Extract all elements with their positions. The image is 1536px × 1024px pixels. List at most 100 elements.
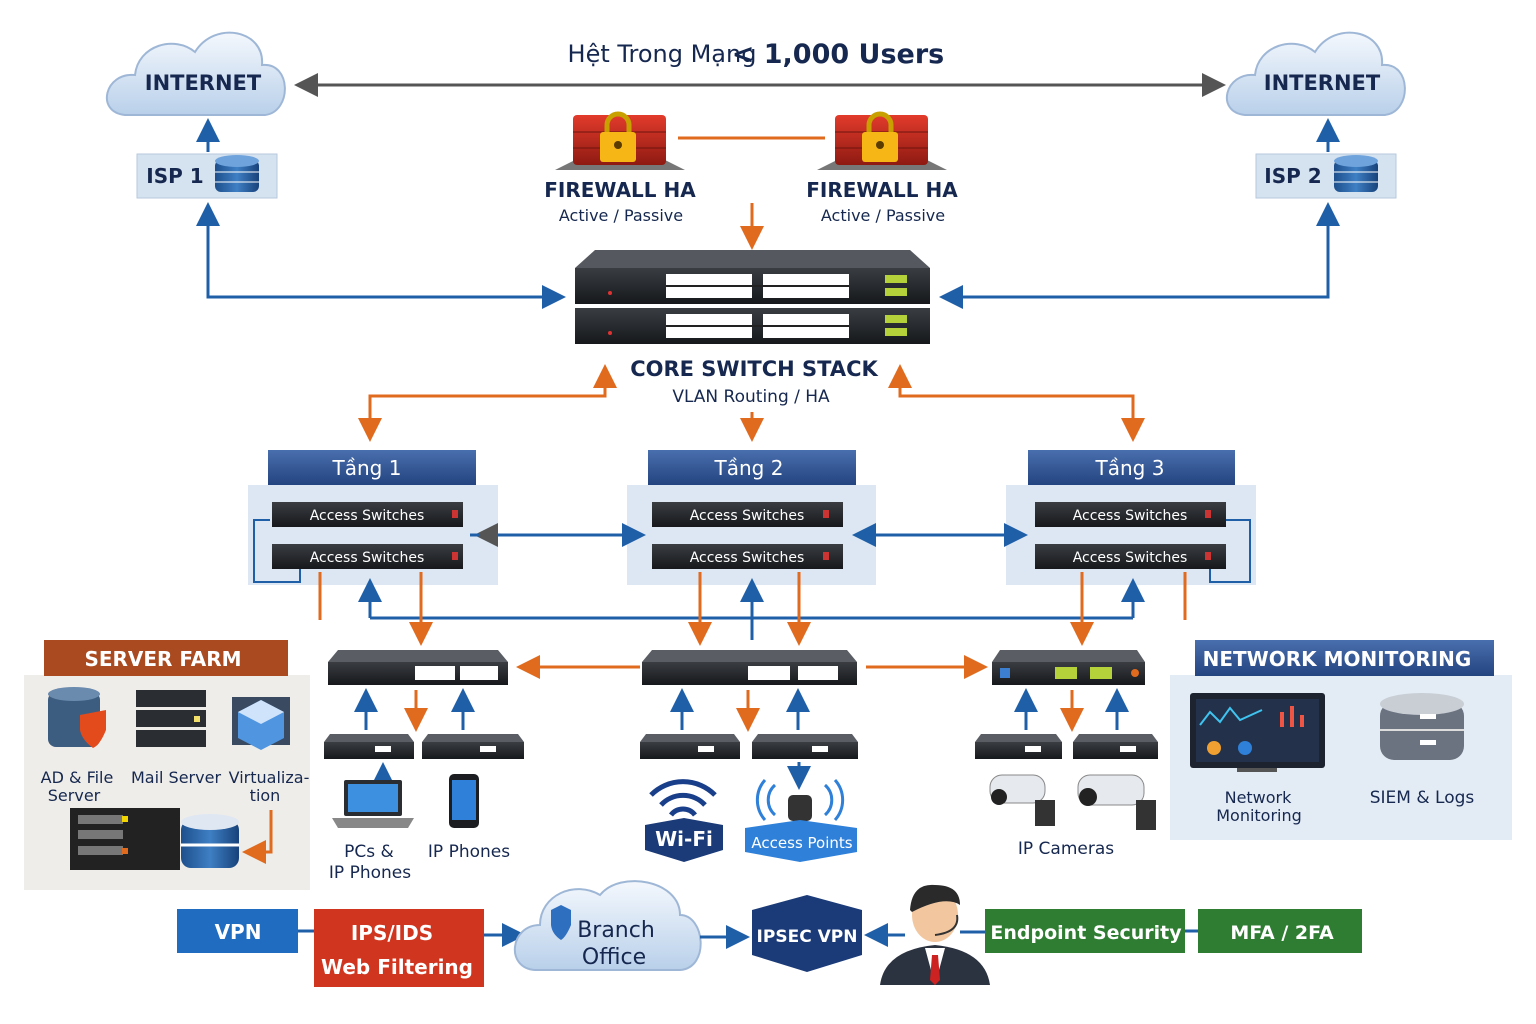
storage-rack-icon	[70, 808, 180, 870]
edge-switch	[324, 734, 414, 759]
network-monitoring: NETWORK MONITORING Network Monitoring SI…	[1170, 640, 1512, 840]
user-avatar-icon	[880, 884, 990, 985]
ip-cameras-label: IP Cameras	[1018, 839, 1114, 859]
cloud-icon	[513, 880, 702, 971]
access-switch-label: Access Switches	[690, 508, 805, 524]
branch-label: Branch	[577, 918, 655, 943]
firewall-lock-icon	[555, 111, 685, 170]
isp-label: ISP 2	[1264, 164, 1321, 188]
access-switch: Access Switches	[272, 502, 463, 527]
server-farm: SERVER FARM AD & File Server Mail Server…	[24, 640, 310, 890]
core-to-floor-links	[358, 364, 1145, 442]
ad-file-server-label-line2: Server	[48, 786, 101, 805]
database-shield-icon	[48, 687, 106, 748]
floor-label: Tầng 2	[714, 456, 784, 480]
firewall-mode: Active / Passive	[559, 206, 683, 225]
distribution-switch-center	[642, 650, 857, 685]
core-switch-stack: CORE SWITCH STACK VLAN Routing / HA	[575, 250, 930, 407]
vpn-box: VPN	[177, 909, 298, 953]
core-title: CORE SWITCH STACK	[630, 357, 878, 381]
title-prefix: Hệt Trong Mạng	[568, 40, 757, 68]
wifi: Wi-Fi	[645, 779, 723, 862]
firewall-right: FIREWALL HA Active / Passive	[806, 111, 958, 225]
access-point-icon	[755, 779, 845, 821]
access-points: Access Points	[745, 779, 857, 862]
access-switch-label: Access Switches	[310, 508, 425, 524]
inter-floor-links	[358, 523, 1145, 640]
wifi-icon	[649, 779, 717, 817]
floor-label: Tầng 1	[332, 456, 402, 480]
network-monitoring-label: Network	[1225, 788, 1293, 807]
firewall-title: FIREWALL HA	[806, 178, 958, 202]
mfa-box: MFA / 2FA	[1198, 909, 1362, 953]
phone-icon	[449, 774, 479, 828]
database-icon	[181, 814, 239, 868]
mail-server-label: Mail Server	[131, 768, 221, 787]
cloud-icon	[106, 31, 286, 116]
firewall-title: FIREWALL HA	[544, 178, 696, 202]
ip-phones-label: IP Phones	[428, 842, 510, 862]
access-switch-label: Access Switches	[310, 550, 425, 566]
mfa-label: MFA / 2FA	[1230, 922, 1334, 944]
endpoint-security-label: Endpoint Security	[990, 922, 1182, 944]
firewall-left: FIREWALL HA Active / Passive	[544, 111, 696, 225]
camera-icon	[1077, 774, 1156, 830]
edge-switches	[324, 734, 1158, 759]
access-switch-label: Access Switches	[1073, 508, 1188, 524]
edge-switch	[975, 734, 1062, 759]
distribution-switch-left	[328, 650, 508, 685]
camera-icon	[989, 774, 1055, 826]
ips-ids-label: IPS/IDS	[351, 921, 433, 945]
access-switch-label: Access Switches	[1073, 550, 1188, 566]
internet-cloud-left: INTERNET	[106, 31, 286, 116]
edge-links	[354, 688, 1129, 790]
database-icon	[215, 155, 259, 192]
firewall-lock-icon	[817, 111, 947, 170]
web-filtering-label: Web Filtering	[321, 955, 473, 979]
access-switch: Access Switches	[1035, 502, 1226, 527]
isp-1: ISP 1	[136, 153, 278, 199]
isp-links	[196, 118, 1340, 309]
switch-icon	[575, 250, 930, 344]
endpoint-security-box: Endpoint Security	[985, 909, 1185, 953]
pcs-label-line2: IP Phones	[329, 863, 411, 883]
access-points-label: Access Points	[751, 834, 852, 852]
access-switch: Access Switches	[272, 544, 463, 569]
floor-downlinks	[318, 572, 1187, 679]
branch-office-cloud: Branch Office	[513, 880, 702, 971]
office-label: Office	[582, 945, 646, 970]
ipsec-vpn-label: IPSEC VPN	[757, 927, 858, 947]
floor-1: Tầng 1 Access Switches Access Switches	[248, 450, 498, 585]
edge-switch	[1073, 734, 1158, 759]
laptop-icon	[332, 780, 414, 828]
internet-cloud-right: INTERNET	[1226, 31, 1406, 116]
access-switch: Access Switches	[652, 544, 843, 569]
edge-switch	[752, 734, 858, 759]
edge-switch	[640, 734, 740, 759]
cloud-icon	[1226, 31, 1406, 116]
internet-label: INTERNET	[1264, 71, 1381, 95]
floor-3: Tầng 3 Access Switches Access Switches	[1006, 450, 1256, 585]
siem-server-icon	[1380, 693, 1464, 760]
access-switch-label: Access Switches	[690, 550, 805, 566]
access-switch: Access Switches	[1035, 544, 1226, 569]
database-icon	[1334, 155, 1378, 192]
vpn-label: VPN	[215, 920, 262, 944]
virtualization-icon	[232, 697, 290, 750]
server-farm-title: SERVER FARM	[84, 647, 241, 671]
pcs-label: PCs &	[344, 842, 394, 862]
firewall-mode: Active / Passive	[821, 206, 945, 225]
ipsec-vpn: IPSEC VPN	[752, 895, 862, 972]
access-switch: Access Switches	[652, 502, 843, 527]
monitor-dashboard-icon	[1190, 693, 1325, 772]
ad-file-server-label: AD & File	[41, 768, 114, 787]
core-subtitle: VLAN Routing / HA	[672, 387, 830, 407]
virtualization-label-line2: tion	[250, 786, 281, 805]
mail-server-icon	[136, 690, 206, 747]
ips-ids-box: IPS/IDS Web Filtering	[314, 909, 484, 987]
internet-label: INTERNET	[145, 71, 262, 95]
floor-2: Tầng 2 Access Switches Access Switches	[627, 450, 876, 585]
title-emphasis: < 1,000 Users	[732, 39, 945, 70]
isp-2: ISP 2	[1255, 153, 1397, 199]
